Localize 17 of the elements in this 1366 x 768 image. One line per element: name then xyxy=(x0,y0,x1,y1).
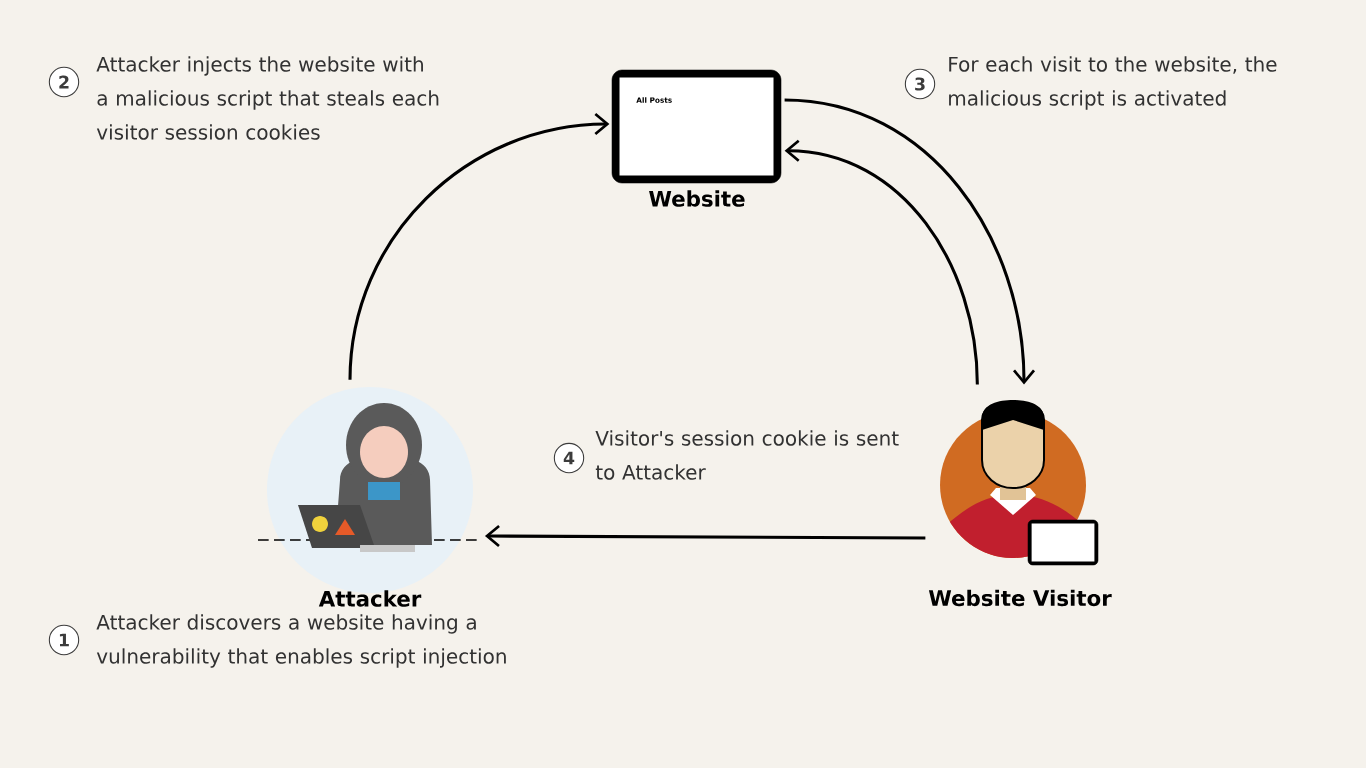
node-label: Website xyxy=(649,190,745,207)
step-text: Visitor's session cookie is sent to Attacker xyxy=(595,430,899,480)
step-text: Attacker discovers a website having a vulnerability that enables script injection xyxy=(96,614,506,668)
node-label: Attacker xyxy=(318,590,422,607)
arrow xyxy=(784,98,1036,385)
node-label: Website Visitor xyxy=(928,589,1112,607)
arrow xyxy=(784,139,979,385)
step-number: 3 xyxy=(904,68,936,100)
step-text: Attacker injects the website with a malicious script that steals each visitor session cookies xyxy=(96,56,439,140)
attacker-node: Attacker xyxy=(257,387,483,607)
step-number: 4 xyxy=(553,442,585,474)
step-text: For each visit to the website, the malicious script is activated xyxy=(949,56,1277,110)
arrow xyxy=(484,525,926,548)
arrow xyxy=(348,112,610,380)
visitor-node: Website Visitor xyxy=(928,400,1112,607)
step-number: 2 xyxy=(48,66,80,98)
step-number: 1 xyxy=(48,624,80,656)
